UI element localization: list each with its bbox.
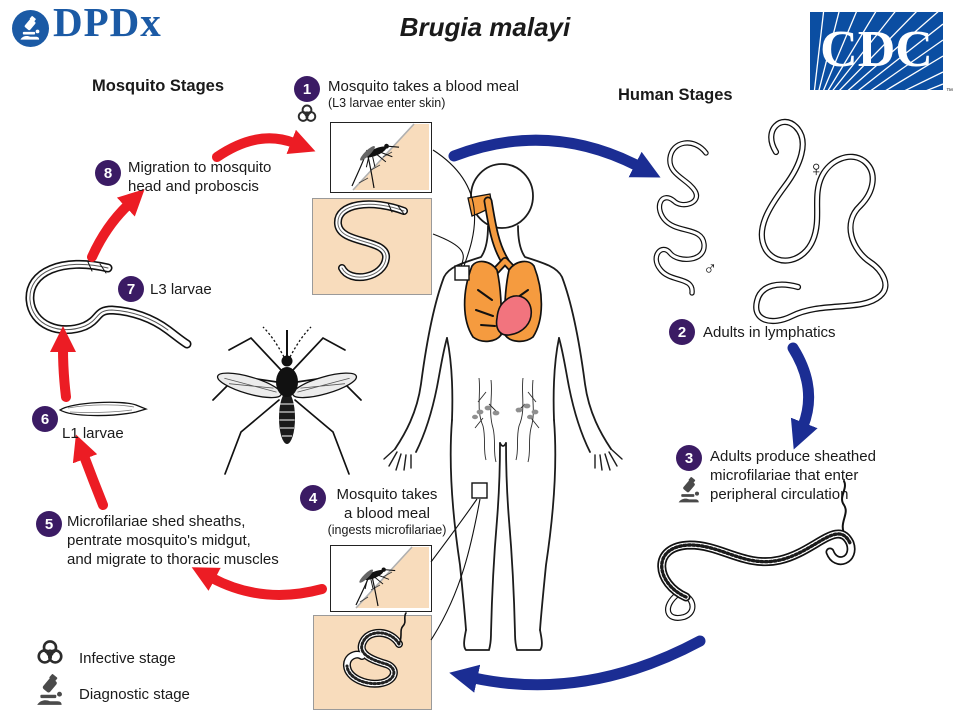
biting-mosquito-stage4 [359, 567, 396, 590]
arrow-2-to-3 [787, 342, 818, 450]
stage-5-label-line1: Microfilariae shed sheaths, [67, 513, 246, 530]
legend-infective-label: Infective stage [79, 650, 176, 667]
arrow-4-to-5 [191, 567, 327, 600]
mosquito-illustration [212, 326, 362, 475]
stage-4-label-line1: Mosquito takes [336, 486, 438, 503]
blue-arrows [448, 134, 818, 693]
stage-4-sublabel: (ingests microfilariae) [327, 523, 447, 537]
stage-4-label-line2: a blood meal [344, 505, 430, 522]
cdc-trademark: ™ [946, 88, 953, 95]
stage-7-label: L3 larvae [150, 281, 212, 298]
female-symbol: ♀ [808, 156, 825, 181]
l3-larva-illustration [25, 260, 192, 349]
stage-6-label: L1 larvae [62, 425, 124, 442]
cdc-rays [813, 12, 943, 90]
arrow-5-to-6 [72, 434, 108, 510]
cdc-wordmark: CDC [820, 21, 933, 78]
mosquito-stages-heading: Mosquito Stages [92, 77, 225, 95]
biohazard-icon [37, 640, 63, 664]
stage-1-sublabel: (L3 larvae enter skin) [328, 96, 446, 110]
dpdx-wordmark: DPDx [53, 0, 162, 45]
page-title: Brugia malayi [399, 12, 571, 42]
stage-1-label: Mosquito takes a blood meal [328, 78, 519, 95]
l3-larva-in-box [334, 200, 408, 281]
microscope-icon [37, 674, 62, 705]
stage-8-label-line2: head and proboscis [128, 178, 259, 195]
arrow-7-to-8 [87, 189, 145, 262]
stage-5-badge: 5 [36, 511, 62, 537]
stage-2-badge: 2 [669, 319, 695, 345]
stage-5-label-line3: and migrate to thoracic muscles [67, 551, 279, 568]
stage-3-label-line3: peripheral circulation [710, 486, 849, 503]
biting-mosquito-stage1 [360, 143, 400, 168]
arrow-8-to-1 [212, 129, 316, 162]
stage-4-badge: 4 [300, 485, 326, 511]
arrow-3-to-4 [449, 635, 706, 693]
stage-6-badge: 6 [32, 406, 58, 432]
stage-8-badge: 8 [95, 160, 121, 186]
stage-7-badge: 7 [118, 276, 144, 302]
stage-1-badge: 1 [294, 76, 320, 102]
adult-worm-male [653, 140, 709, 296]
stage-3-label-line2: microfilariae that enter [710, 467, 859, 484]
stage-2-label: Adults in lymphatics [703, 324, 836, 341]
stage-3-label-line1: Adults produce sheathed [710, 448, 876, 465]
adult-worm-female [753, 118, 889, 325]
dpdx-logo [12, 10, 49, 47]
stage-5-label-line2: pentrate mosquito's midgut, [67, 532, 251, 549]
biohazard-icon [297, 104, 317, 122]
stage-8-label-line1: Migration to mosquito [128, 159, 272, 176]
microfilaria-in-box [342, 612, 407, 688]
lymphatic-vessels [472, 377, 540, 463]
l1-larva-illustration [58, 401, 148, 417]
microscope-icon [19, 15, 39, 40]
male-symbol: ♂ [703, 259, 718, 280]
microscope-icon [678, 477, 700, 503]
cdc-logo: CDC [810, 12, 943, 90]
arrow-6-to-7 [50, 326, 77, 402]
sheathed-microfilaria [657, 480, 856, 621]
stage-3-badge: 3 [676, 445, 702, 471]
legend-diagnostic-label: Diagnostic stage [79, 686, 190, 703]
arrow-1-to-2 [448, 134, 661, 178]
red-arrows [50, 129, 327, 600]
human-stages-heading: Human Stages [618, 86, 733, 104]
inset-markers [430, 149, 488, 641]
